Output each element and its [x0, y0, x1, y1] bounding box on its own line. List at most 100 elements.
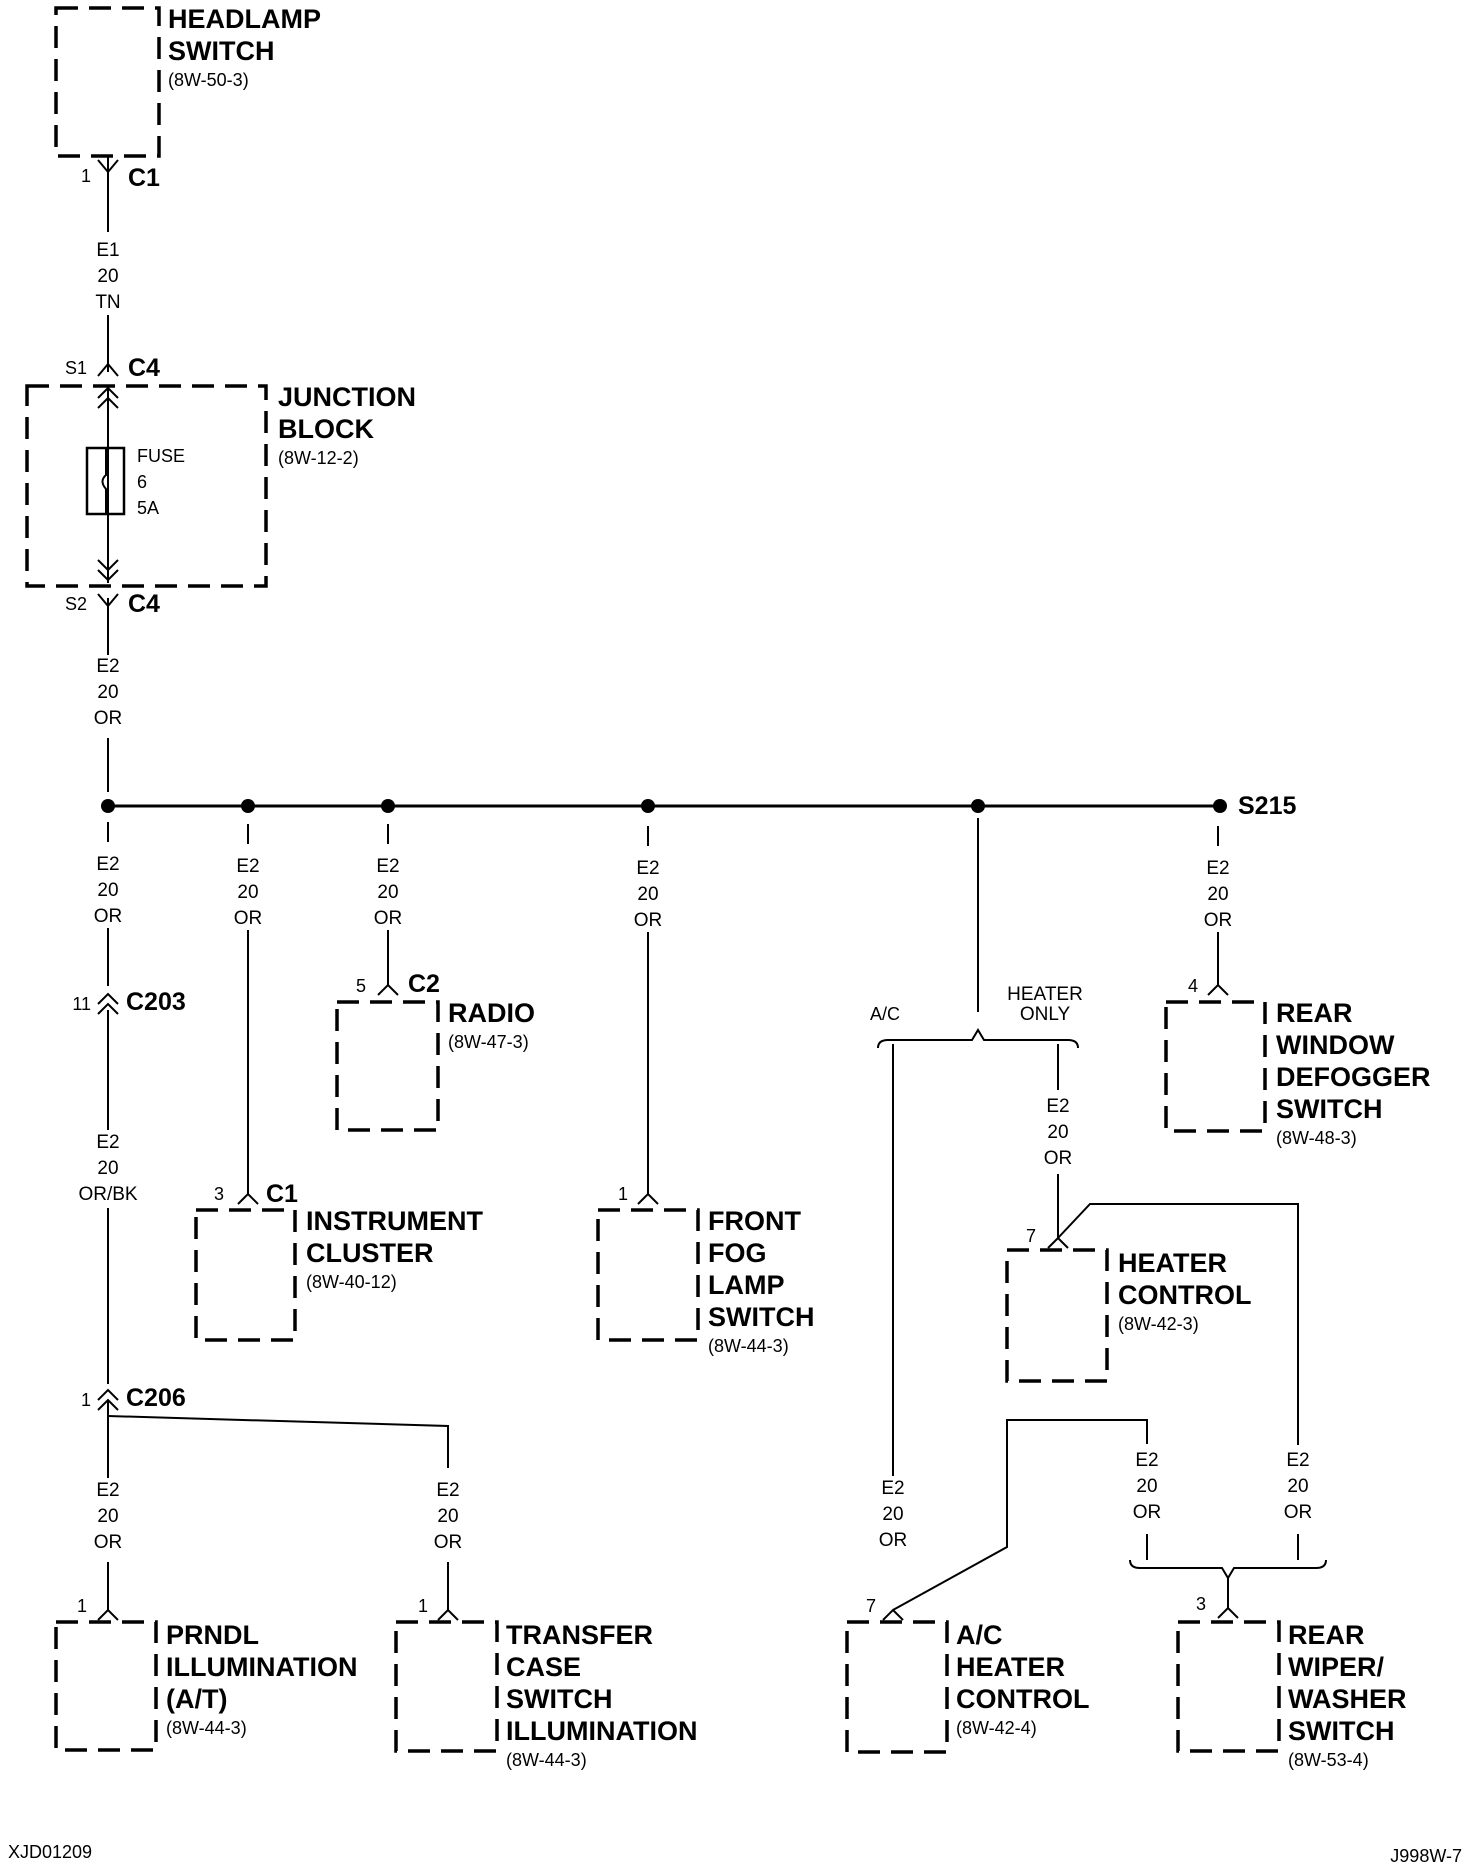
front-fog-lamp-switch-box [596, 1208, 700, 1342]
figure-id-right: J998W-7 [1390, 1846, 1462, 1866]
headlamp-switch-title: HEADLAMP [168, 4, 321, 34]
wiper-title-3: WASHER [1288, 1684, 1407, 1714]
svg-text:E2: E2 [636, 858, 659, 879]
junction-block-title-2: BLOCK [278, 414, 374, 444]
svg-text:20: 20 [1207, 884, 1228, 905]
pin-heater: 7 [1026, 1226, 1036, 1246]
pin-defogger: 4 [1188, 976, 1198, 996]
pin-s2: S2 [65, 594, 87, 614]
svg-text:E2: E2 [436, 1480, 459, 1501]
svg-text:OR/BK: OR/BK [78, 1184, 137, 1205]
svg-text:E2: E2 [1046, 1096, 1069, 1117]
wiper-title-1: REAR [1288, 1620, 1365, 1650]
transfer-case-switch-box [394, 1620, 499, 1753]
svg-text:E2: E2 [1286, 1450, 1309, 1471]
wire-label-wiper-left: E2 20 OR [1133, 1450, 1162, 1523]
transfer-title-1: TRANSFER [506, 1620, 653, 1650]
prndl-title-1: PRNDL [166, 1620, 259, 1650]
fuse-label: FUSE [137, 446, 185, 466]
radio-title: RADIO [448, 998, 535, 1028]
wiper-title-4: SWITCH [1288, 1716, 1394, 1746]
wire-label-ac-heater: E2 20 OR [879, 1478, 908, 1551]
wire-label-radio: E2 20 OR [374, 856, 403, 929]
headlamp-switch-box [54, 6, 161, 158]
ac-heater-control-box [845, 1620, 949, 1754]
svg-text:OR: OR [234, 908, 263, 929]
junction-block-title: JUNCTION [278, 382, 416, 412]
wiper-title-2: WIPER/ [1288, 1652, 1385, 1682]
wire-label-cluster: E2 20 OR [234, 856, 263, 929]
connector-c2-radio: C2 [408, 970, 440, 998]
svg-text:OR: OR [879, 1530, 908, 1551]
connector-c1-headlamp: C1 [128, 164, 160, 192]
transfer-ref: (8W-44-3) [506, 1750, 587, 1770]
transfer-title-3: SWITCH [506, 1684, 612, 1714]
heater-control-ref: (8W-42-3) [1118, 1314, 1199, 1334]
fuse-rating: 5A [137, 498, 159, 518]
svg-text:E1: E1 [96, 240, 119, 261]
svg-text:20: 20 [1287, 1476, 1308, 1497]
radio-box [335, 1000, 440, 1132]
wire-label-or-bk: E2 20 OR/BK [78, 1132, 137, 1205]
fog-title-1: FRONT [708, 1206, 801, 1236]
wire-label-prndl: E2 20 OR [94, 1480, 123, 1553]
ac-heater-title-3: CONTROL [956, 1684, 1089, 1714]
svg-text:E2: E2 [96, 1480, 119, 1501]
svg-text:E2: E2 [1135, 1450, 1158, 1471]
svg-text:20: 20 [377, 882, 398, 903]
figure-id-left: XJD01209 [8, 1842, 92, 1862]
svg-text:OR: OR [1133, 1502, 1162, 1523]
connector-glyphs [97, 159, 1239, 1621]
svg-text:20: 20 [97, 1506, 118, 1527]
wire-label-c203-e2: E2 20 OR [94, 854, 123, 927]
connector-c4-bottom: C4 [128, 590, 160, 618]
option-heater-only-2: ONLY [1020, 1004, 1071, 1025]
wire-label-wiper-right: E2 20 OR [1284, 1450, 1313, 1523]
prndl-title-2: ILLUMINATION [166, 1652, 357, 1682]
pin-headlamp: 1 [81, 166, 91, 186]
pin-transfer: 1 [418, 1596, 428, 1616]
junction-block-box [25, 384, 268, 588]
svg-text:E2: E2 [1206, 858, 1229, 879]
wire-label-fog: E2 20 OR [634, 858, 663, 931]
connector-c203: C203 [126, 988, 186, 1016]
svg-text:20: 20 [637, 884, 658, 905]
fog-title-4: SWITCH [708, 1302, 814, 1332]
pin-c203: 11 [72, 994, 91, 1014]
heater-control-title-1: HEATER [1118, 1248, 1227, 1278]
svg-text:OR: OR [94, 708, 123, 729]
svg-text:20: 20 [882, 1504, 903, 1525]
ac-heater-title-2: HEATER [956, 1652, 1065, 1682]
svg-text:E2: E2 [96, 1132, 119, 1153]
svg-text:OR: OR [1204, 910, 1233, 931]
defogger-title-1: REAR [1276, 998, 1353, 1028]
fog-ref: (8W-44-3) [708, 1336, 789, 1356]
defogger-title-2: WINDOW [1276, 1030, 1395, 1060]
svg-text:OR: OR [634, 910, 663, 931]
wiper-ref: (8W-53-4) [1288, 1750, 1369, 1770]
svg-text:OR: OR [94, 1532, 123, 1553]
transfer-title-2: CASE [506, 1652, 581, 1682]
ac-heater-ref: (8W-42-4) [956, 1718, 1037, 1738]
rear-window-defogger-box [1164, 1000, 1267, 1133]
fuse-symbol [85, 386, 126, 582]
rear-wiper-washer-box [1176, 1620, 1281, 1753]
svg-text:TN: TN [95, 292, 120, 313]
ac-heater-title-1: A/C [956, 1620, 1003, 1650]
pin-radio: 5 [356, 976, 366, 996]
connector-c4-top: C4 [128, 354, 160, 382]
headlamp-switch-title-2: SWITCH [168, 36, 274, 66]
connector-c206: C206 [126, 1384, 186, 1412]
fog-title-3: LAMP [708, 1270, 785, 1300]
wire-label-defogger: E2 20 OR [1204, 858, 1233, 931]
radio-ref: (8W-47-3) [448, 1032, 529, 1052]
svg-text:OR: OR [1284, 1502, 1313, 1523]
svg-text:OR: OR [1044, 1148, 1073, 1169]
svg-text:20: 20 [1047, 1122, 1068, 1143]
svg-text:OR: OR [374, 908, 403, 929]
option-heater-only-1: HEATER [1007, 984, 1083, 1005]
wire-label-e1: E1 20 TN [95, 240, 120, 313]
heater-control-box [1005, 1248, 1109, 1383]
pin-fog: 1 [618, 1184, 628, 1204]
